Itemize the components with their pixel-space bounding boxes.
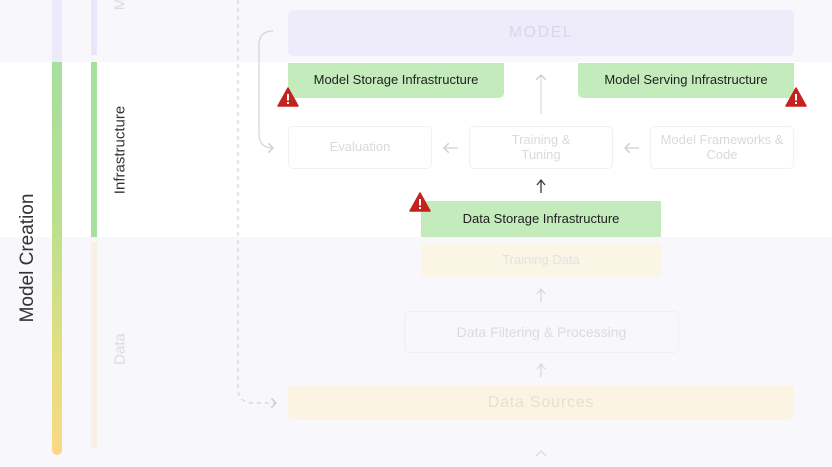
data-section-bar (91, 242, 97, 448)
training-data-box: Training Data (421, 243, 661, 277)
data-storage-infrastructure-box[interactable]: Data Storage Infrastructure (421, 201, 661, 237)
model-to-evaluation-bracket (258, 30, 273, 148)
model-creation-bar-top (52, 0, 62, 62)
sources-to-filtering-arrowhead (536, 363, 546, 370)
training-tuning-box: Training & Tuning (469, 126, 613, 169)
model-creation-bar (52, 62, 62, 455)
data-sources-box: Data Sources (288, 386, 794, 420)
warning-icon (277, 87, 299, 107)
dashed-feedback-line (237, 0, 276, 403)
model-frameworks-box: Model Frameworks & Code (650, 126, 794, 169)
infrastructure-section-bar (91, 62, 97, 237)
data-filtering-processing-box: Data Filtering & Processing (404, 311, 679, 353)
bottom-arrowhead (535, 450, 547, 457)
model-box: MODEL (288, 10, 794, 56)
data-storage-to-training-arrowhead (536, 178, 546, 186)
model-serving-infrastructure-box[interactable]: Model Serving Infrastructure (578, 63, 794, 98)
warning-icon (785, 87, 807, 107)
warning-icon (409, 192, 431, 212)
model-section-bar (91, 0, 97, 55)
model-storage-infrastructure-box[interactable]: Model Storage Infrastructure (288, 63, 504, 98)
filtering-to-training-data-arrowhead (536, 288, 546, 295)
evaluation-box: Evaluation (288, 126, 432, 169)
